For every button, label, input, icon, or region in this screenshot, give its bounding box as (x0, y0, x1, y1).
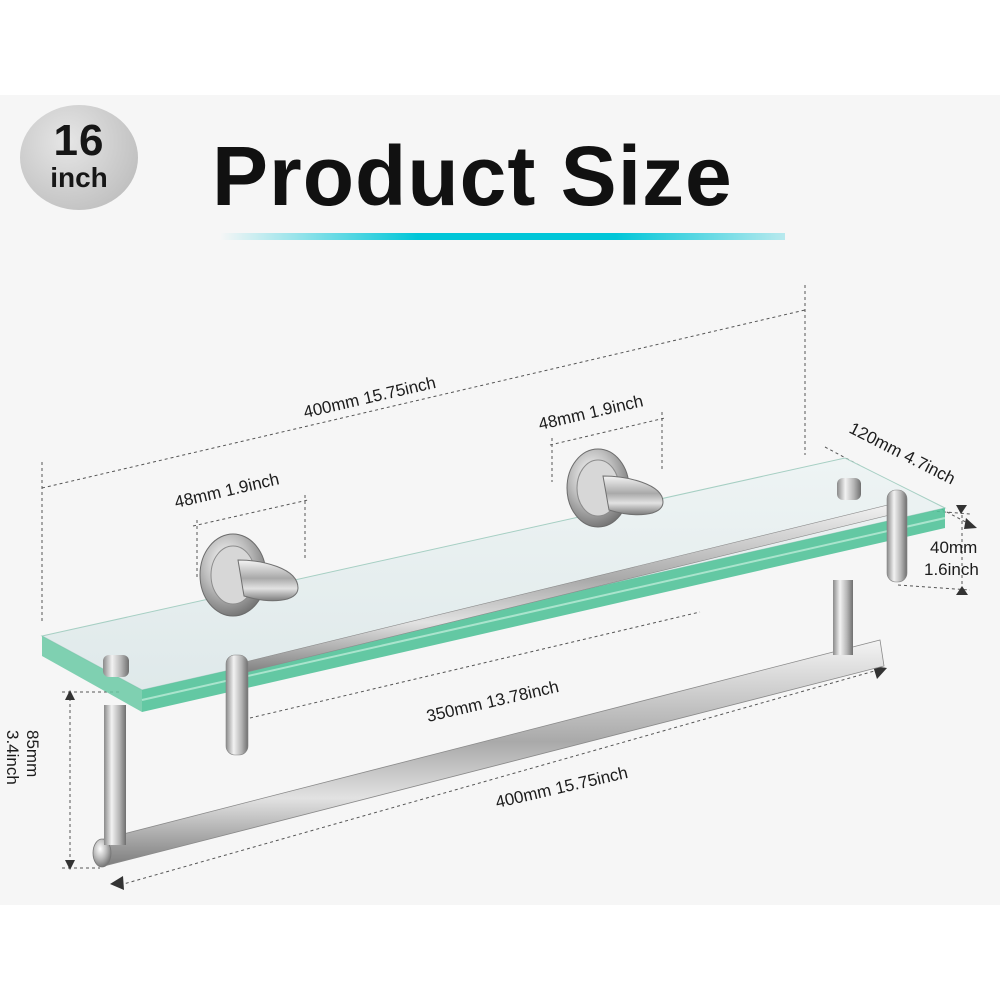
left-flange-label: 48mm 1.9inch (173, 469, 281, 512)
left-glass-clip (103, 655, 129, 677)
inner-length-label: 350mm 13.78inch (425, 677, 561, 726)
rail-height-mm-label: 40mm (930, 538, 977, 557)
right-support-post (833, 580, 853, 655)
right-flange-label: 48mm 1.9inch (537, 391, 645, 434)
right-glass-clip (837, 478, 861, 500)
left-support-post (104, 705, 126, 845)
dimension-arrowheads (65, 505, 977, 890)
title-underline (220, 233, 785, 240)
towel-bar (92, 639, 885, 868)
front-rail (225, 489, 908, 756)
right-wall-bracket (566, 448, 664, 528)
badge-unit: inch (50, 162, 108, 193)
dimension-lines (41, 285, 976, 886)
height-in-label: 3.4inch (3, 730, 22, 785)
overall-length-label: 400mm 15.75inch (302, 373, 438, 422)
left-wall-bracket (199, 533, 299, 617)
page-title: Product Size (212, 129, 733, 223)
size-badge: 16 inch (20, 105, 138, 210)
rail-height-in-label: 1.6inch (924, 560, 979, 579)
height-mm-label: 85mm (23, 730, 42, 777)
badge-number: 16 (53, 116, 105, 165)
bar-length-label: 400mm 15.75inch (494, 763, 630, 812)
